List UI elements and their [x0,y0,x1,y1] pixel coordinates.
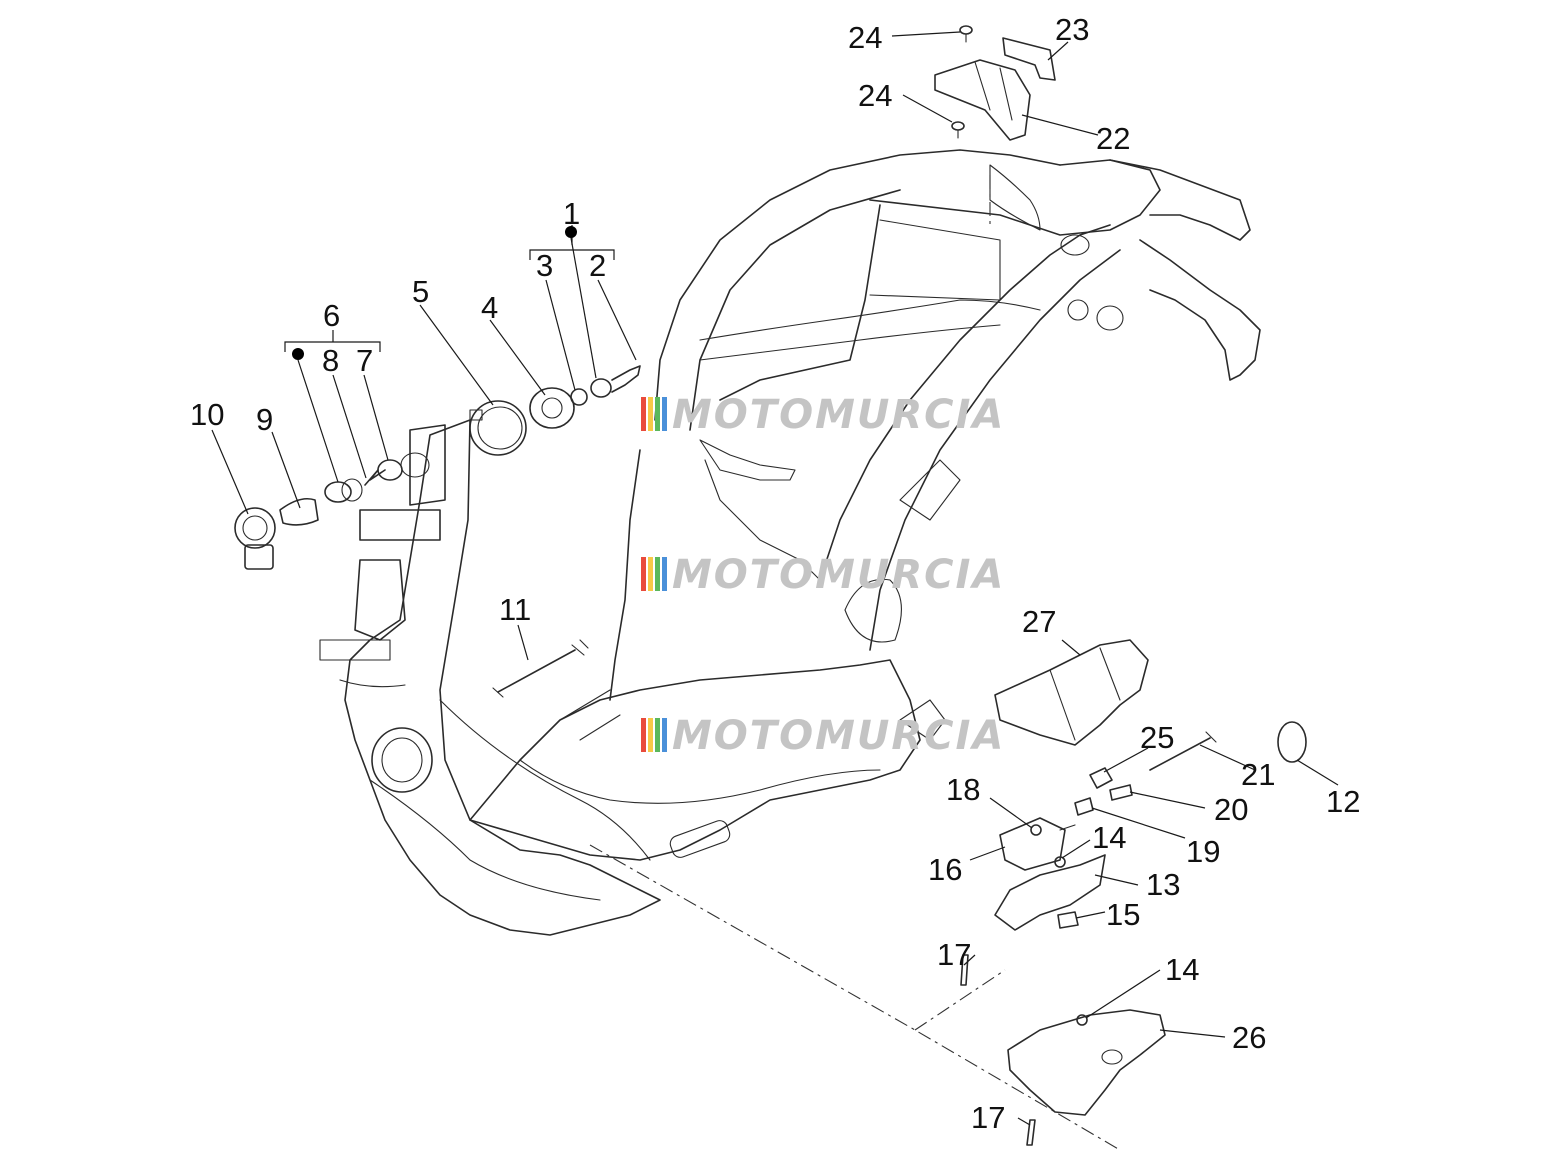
part-12-clamp [1277,721,1307,763]
watermark-text: MOTOMURCIA [672,552,1005,598]
part-27-cover [994,639,1149,746]
callout-17-upper: 17 [937,937,971,972]
part-23-hinge-plate [1002,37,1056,81]
callout-15: 15 [1106,897,1140,932]
callout-24-lower: 24 [858,78,892,113]
part-10-ignition-switch [234,507,276,570]
scooter-frame-body [319,149,1261,1151]
parts-group [234,25,1307,1146]
callout-17-lower: 17 [971,1100,1005,1135]
part-26-tray [1007,1009,1166,1116]
callout-18: 18 [946,772,980,807]
callout-13: 13 [1146,867,1180,902]
bullet-dot [292,348,304,360]
callout-4: 4 [481,290,498,325]
watermark-top: MOTOMURCIA [641,392,1005,438]
part-2-key-cylinder [590,365,641,398]
callout-26: 26 [1232,1020,1266,1055]
callout-16: 16 [928,852,962,887]
part-15-clip [1057,911,1079,929]
part-21-cable [1149,731,1217,771]
part-14-screw-upper [1054,856,1066,868]
part-9-cover [279,497,319,526]
callout-8: 8 [322,343,339,378]
part-5-ring-bracket [469,400,527,456]
callout-7: 7 [356,343,373,378]
part-7-spring [364,469,386,486]
callout-19: 19 [1186,834,1220,869]
part-7-washer [377,459,403,481]
part-11-cable [492,639,589,698]
callout-1: 1 [563,196,580,231]
callout-6: 6 [323,298,340,333]
leader-lines [211,31,1339,1126]
part-24-screw-lower [951,121,965,139]
callout-labels: 1 2 3 4 5 6 7 8 9 10 11 12 13 14 14 15 1… [190,12,1360,1135]
watermark-stripe [655,397,660,431]
callout-14-lower: 14 [1165,952,1199,987]
callout-22: 22 [1096,121,1130,156]
callout-12: 12 [1326,784,1360,819]
watermark-text: MOTOMURCIA [672,713,1005,759]
watermark-stripe [655,557,660,591]
watermark-text: MOTOMURCIA [672,392,1005,438]
watermark-stripe [662,718,667,752]
part-13-bracket [994,854,1106,931]
part-14-screw-lower [1076,1014,1088,1026]
callout-5: 5 [412,274,429,309]
watermark-middle: MOTOMURCIA [641,552,1005,598]
callout-20: 20 [1214,792,1248,827]
callout-14-upper: 14 [1092,820,1126,855]
part-17-bolt-lower [1026,1119,1036,1146]
part-22-bracket [934,59,1031,141]
callout-10: 10 [190,397,224,432]
bullet-dot [565,226,577,238]
callout-21: 21 [1241,757,1275,792]
part-8-cylinder [324,478,363,503]
part-24-screw-upper [959,25,973,43]
callout-24-upper: 24 [848,20,882,55]
callout-9: 9 [256,402,273,437]
watermark-stripe [648,557,653,591]
callout-2: 2 [589,248,606,283]
callout-3: 3 [536,248,553,283]
watermark-stripe [641,557,646,591]
callout-23: 23 [1055,12,1089,47]
part-16-actuator [999,817,1066,871]
watermark-stripe [648,397,653,431]
part-20-fitting [1109,784,1133,801]
callout-27: 27 [1022,604,1056,639]
watermark-stripe [641,397,646,431]
part-17-bolt-upper [960,954,969,986]
watermark-stripe [655,718,660,752]
watermark-bottom: MOTOMURCIA [641,713,1005,759]
part-25-clip [1089,767,1113,789]
watermark-stripe [648,718,653,752]
watermark-stripe [662,397,667,431]
part-19-bolt [1074,797,1094,816]
callout-11: 11 [499,592,531,627]
part-3-o-ring [570,388,588,406]
watermark-group: MOTOMURCIA MOTOMURCIA MOTOMURCIA [641,392,1005,759]
part-18-nut [1030,824,1042,836]
watermark-stripe [662,557,667,591]
callout-25: 25 [1140,720,1174,755]
watermark-stripe [641,718,646,752]
part-4-ring-nut [529,387,575,429]
